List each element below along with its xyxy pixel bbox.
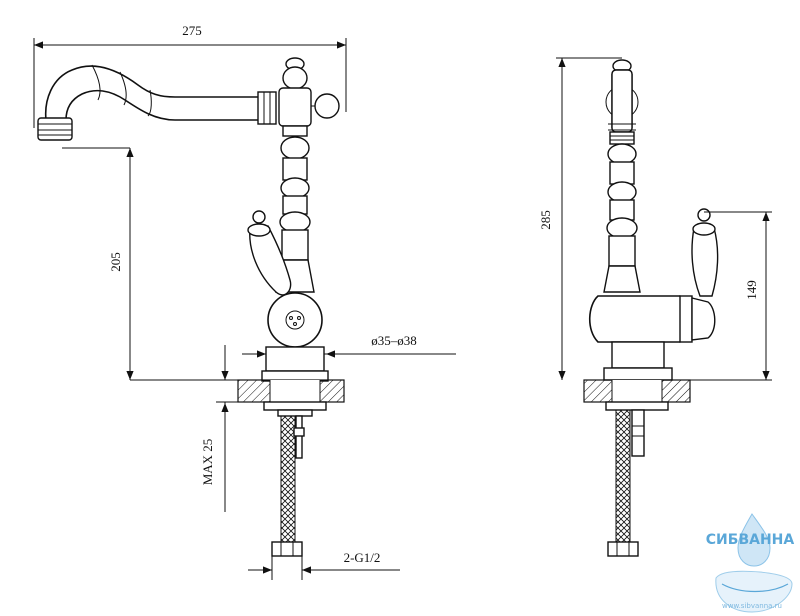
side-spout xyxy=(605,59,639,145)
dim-connection-label: 2-G1/2 xyxy=(344,550,381,565)
dim-height-spout-label: 205 xyxy=(108,252,123,272)
side-supply-hoses xyxy=(607,409,645,557)
dimension-max-thickness: MAX 25 xyxy=(200,345,240,512)
dimension-height-handle: 149 xyxy=(672,211,772,381)
body-column xyxy=(275,57,340,293)
dim-height-total-label: 285 xyxy=(538,210,553,230)
dimension-width-total: 275 xyxy=(33,23,347,128)
countertop-section xyxy=(237,379,345,417)
side-body xyxy=(588,295,716,381)
logo-url: www.sibvanna.ru xyxy=(722,602,782,610)
dimension-height-total: 285 xyxy=(538,57,622,380)
side-column xyxy=(603,143,641,293)
supply-hoses xyxy=(271,415,305,557)
side-view: 285 xyxy=(538,57,772,557)
logo-name: СИБВАННА xyxy=(706,532,795,548)
dim-width-label: 275 xyxy=(182,23,202,38)
dimension-connection: 2-G1/2 xyxy=(248,550,400,580)
front-view: 275 xyxy=(33,23,456,580)
dimension-diameter: ø35–ø38 xyxy=(242,333,456,358)
dimension-height-spout: 205 xyxy=(62,147,238,381)
base-body xyxy=(261,292,329,382)
handle-lever xyxy=(247,210,292,296)
brand-logo: СИБВАННА www.sibvanna.ru xyxy=(706,513,795,613)
dim-height-handle-label: 149 xyxy=(744,280,759,300)
side-handle xyxy=(691,208,719,297)
side-countertop-section xyxy=(583,379,691,411)
spout xyxy=(37,64,277,141)
dim-max-thickness-label: MAX 25 xyxy=(200,439,215,486)
dim-diameter-label: ø35–ø38 xyxy=(371,333,417,348)
